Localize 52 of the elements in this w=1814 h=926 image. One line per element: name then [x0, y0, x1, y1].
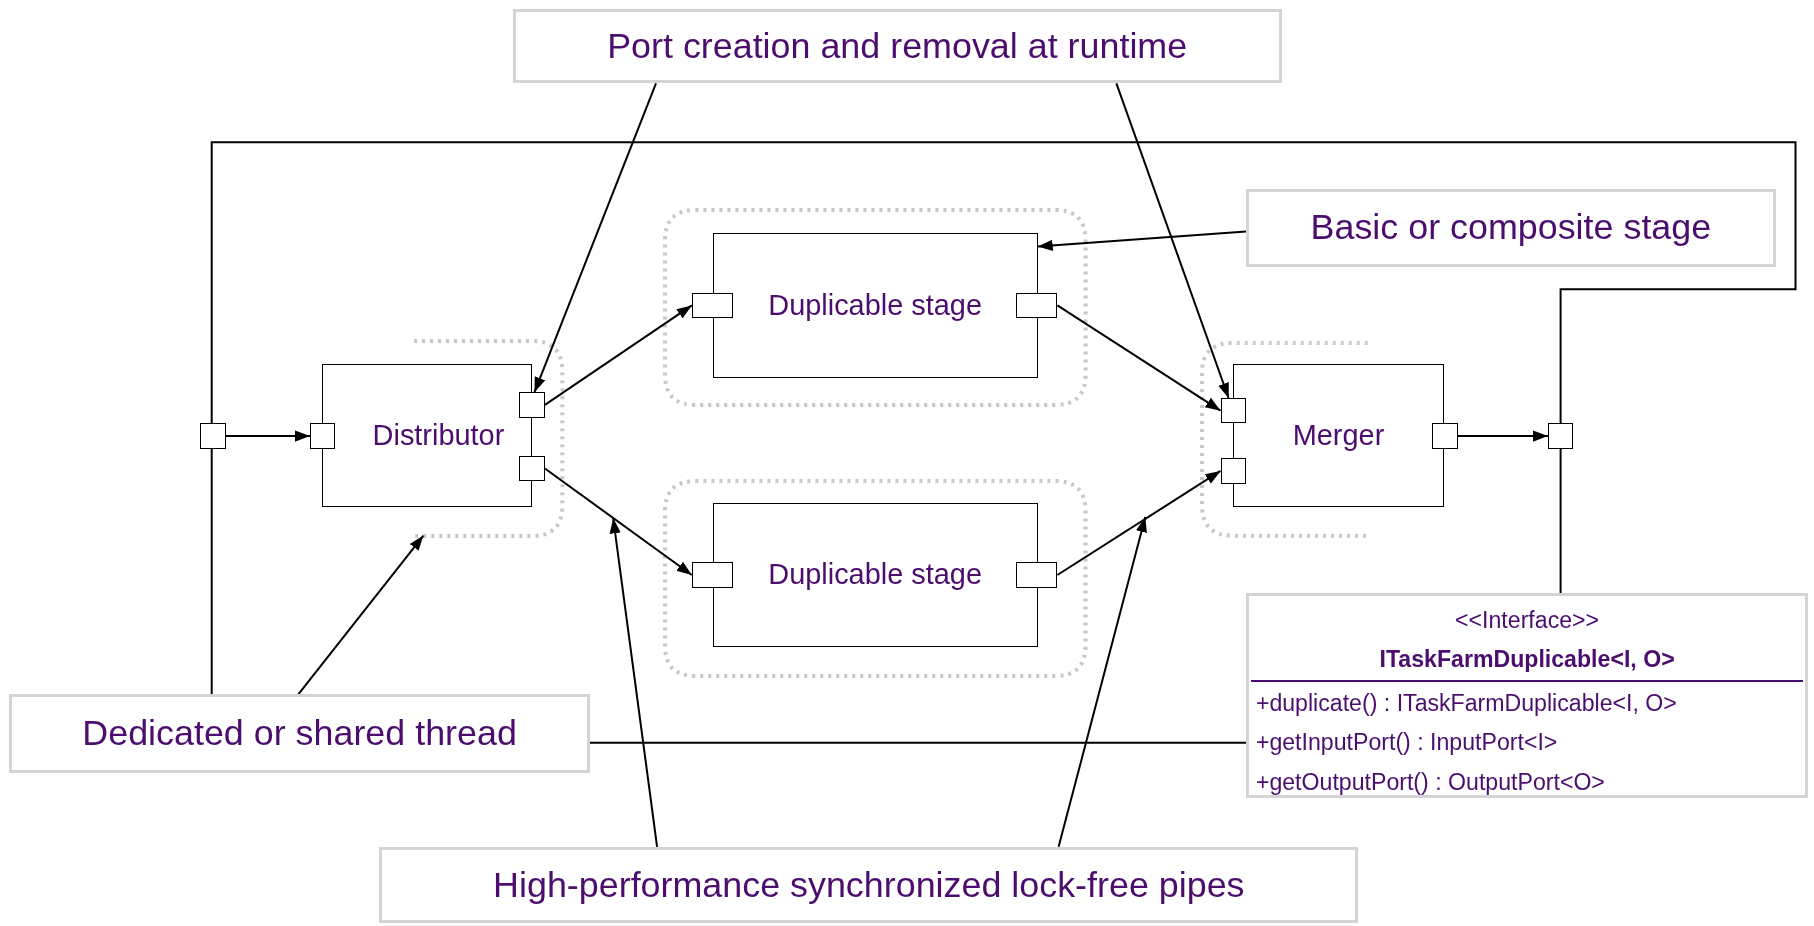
connector-line	[210, 141, 1797, 425]
leader-arrow	[1056, 469, 1222, 576]
callout-box	[379, 846, 1359, 924]
connector-line	[210, 447, 213, 696]
method-text: +duplicate() : ITaskFarmDuplicable<I, O>	[1255, 689, 1677, 719]
connector-line	[1559, 447, 1562, 595]
callout-text: High-performance synchronized lock-free pipes	[493, 864, 1245, 906]
leader-arrow	[1456, 430, 1549, 442]
port-square	[310, 423, 336, 449]
port-square	[691, 292, 734, 319]
component-name: Duplicable stage	[768, 558, 983, 592]
callout-text: Basic or composite stage	[1310, 207, 1712, 249]
leader-arrow	[543, 467, 693, 576]
leader-arrow	[533, 82, 657, 394]
callout-box	[1245, 188, 1776, 268]
callout-text: Port creation and removal at runtime	[607, 25, 1188, 67]
component-box	[321, 364, 533, 507]
component-name: Distributor	[372, 419, 505, 453]
leader-arrow	[1056, 304, 1222, 412]
port-square	[1015, 292, 1058, 319]
interface-name: ITaskFarmDuplicable<I, O>	[1379, 645, 1675, 675]
port-square	[691, 562, 734, 588]
port-square	[1220, 397, 1246, 424]
callout-box	[9, 694, 590, 773]
port-square	[1015, 562, 1058, 588]
leader-arrow	[1057, 516, 1147, 848]
port-square	[1432, 423, 1458, 449]
component-box	[712, 503, 1038, 647]
port-square	[519, 392, 545, 418]
component-name: Merger	[1292, 419, 1385, 453]
stereotype-text: <<Interface>>	[1455, 606, 1600, 636]
component-box	[1233, 364, 1444, 507]
component-name: Duplicable stage	[768, 288, 983, 322]
port-square	[1220, 458, 1246, 484]
connector-line	[589, 741, 1247, 744]
leader-arrow	[297, 534, 425, 696]
leader-arrow	[1036, 230, 1247, 251]
callout-text: Dedicated or shared thread	[82, 712, 517, 754]
port-square	[519, 455, 545, 482]
leader-arrow	[1115, 82, 1230, 399]
thread-region	[662, 478, 1088, 678]
leader-arrow	[224, 430, 311, 442]
port-square	[1547, 423, 1574, 449]
leader-arrow	[543, 304, 693, 406]
component-box	[712, 232, 1038, 379]
method-text: +getInputPort() : InputPort<I>	[1255, 728, 1558, 758]
callout-box	[512, 9, 1282, 84]
leader-arrow	[609, 517, 659, 848]
method-text: +getOutputPort() : OutputPort<O>	[1255, 767, 1605, 797]
port-square	[200, 423, 226, 449]
interface-class-box	[1245, 593, 1809, 799]
thread-region	[662, 208, 1088, 408]
